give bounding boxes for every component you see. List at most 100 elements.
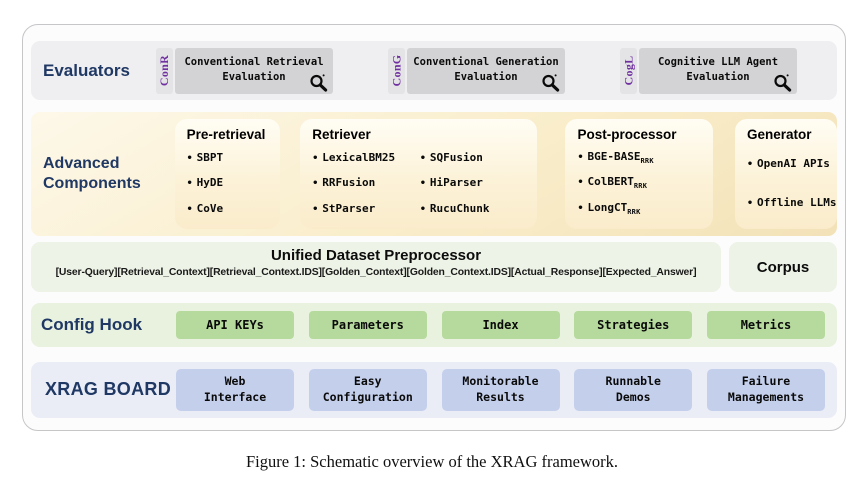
- xrag-framework-diagram: Evaluators ConR Conventional Retrieval E…: [22, 24, 846, 431]
- chip-index: Index: [441, 310, 560, 339]
- config-hook-row: Config Hook API KEYs Parameters Index St…: [31, 302, 837, 347]
- pre-retrieval-panel: Pre-retrieval •SBPT •HyDE •CoVe: [174, 119, 281, 230]
- list-item: •Offline LLMs: [747, 196, 837, 209]
- item-label: RRFusion: [322, 176, 376, 190]
- bullet-icon: •: [312, 204, 319, 216]
- advanced-components-row: Advanced Components Pre-retrieval •SBPT …: [31, 112, 838, 237]
- list-item: •LexicalBM25: [312, 151, 420, 164]
- item-label: SQFusion: [429, 150, 483, 164]
- item-subscript: RRK: [640, 156, 654, 165]
- evaluator-box-label: Conventional Retrieval Evaluation: [184, 56, 324, 83]
- item-label: HyDE: [196, 176, 224, 190]
- item-label: SBPT: [196, 150, 224, 164]
- list-item: •OpenAI APIs: [747, 157, 830, 171]
- unified-dataset-preprocessor: Unified Dataset Preprocessor [User-Query…: [31, 242, 721, 292]
- figure-caption: Figure 1: Schematic overview of the XRAG…: [245, 452, 619, 471]
- retriever-panel: Retriever •LexicalBM25 •RRFusion •StPars…: [300, 119, 538, 230]
- bullet-icon: •: [577, 151, 584, 163]
- list-item: •SQFusion: [420, 151, 528, 164]
- bullet-icon: •: [577, 202, 584, 214]
- bullet-icon: •: [312, 152, 319, 164]
- magnifier-icon: [542, 74, 560, 92]
- evaluator-box-label: Cognitive LLM Agent Evaluation: [657, 56, 779, 83]
- retriever-items-left: •LexicalBM25 •RRFusion •StParser: [312, 144, 420, 221]
- chip-strategies: Strategies: [574, 310, 693, 339]
- evaluator-tag-cogl: CogL: [620, 47, 637, 94]
- item-subscript: RRK: [633, 182, 648, 191]
- list-item: •HiParser: [420, 176, 528, 189]
- item-label: LongCT: [587, 200, 628, 214]
- bullet-icon: •: [747, 159, 754, 171]
- list-item: •HyDE: [187, 176, 271, 189]
- evaluators-row: Evaluators ConR Conventional Retrieval E…: [31, 41, 837, 101]
- chip-failure-managements: Failure Managements: [707, 368, 825, 411]
- xrag-board-label: XRAG BOARD: [45, 379, 172, 400]
- evaluator-tag-label: CogL: [621, 55, 635, 86]
- bullet-icon: •: [186, 204, 193, 216]
- evaluator-box: Conventional Generation Evaluation: [407, 47, 565, 94]
- item-subscript: RRK: [627, 208, 641, 217]
- generator-title: Generator: [747, 127, 812, 143]
- retriever-items-right: •SQFusion •HiParser •RucuChunk: [420, 144, 528, 221]
- bullet-icon: •: [419, 178, 426, 190]
- advanced-components-label: Advanced Components: [43, 154, 141, 193]
- bullet-icon: •: [312, 178, 319, 190]
- preprocessor-row: Unified Dataset Preprocessor [User-Query…: [31, 242, 837, 292]
- evaluator-conventional-retrieval: ConR Conventional Retrieval Evaluation: [156, 47, 333, 94]
- pre-retrieval-items: •SBPT •HyDE •CoVe: [187, 144, 271, 221]
- list-item: •StParser: [312, 202, 420, 215]
- bullet-icon: •: [419, 152, 426, 164]
- evaluator-box: Cognitive LLM Agent Evaluation: [639, 47, 797, 94]
- magnifier-icon: [310, 74, 328, 92]
- chip-parameters: Parameters: [308, 310, 427, 339]
- list-item: •LongCTRRK: [577, 201, 703, 216]
- post-processor-title: Post-processor: [577, 127, 677, 143]
- post-processor-items: •BGE-BASERRK •ColBERTRRK •LongCTRRK: [577, 144, 703, 221]
- bullet-icon: •: [419, 204, 426, 216]
- item-label: StParser: [322, 202, 376, 216]
- list-item: •ColBERTRRK: [577, 175, 703, 190]
- retriever-title: Retriever: [312, 127, 371, 143]
- item-label: ColBERT: [587, 175, 634, 189]
- xrag-board-row: XRAG BOARD Web Interface Easy Configurat…: [31, 361, 837, 418]
- evaluator-box: Conventional Retrieval Evaluation: [175, 47, 333, 94]
- chip-web-interface: Web Interface: [176, 368, 294, 411]
- evaluator-box-label: Conventional Generation Evaluation: [413, 56, 559, 83]
- evaluator-cognitive-llm-agent: CogL Cognitive LLM Agent Evaluation: [620, 47, 797, 94]
- bullet-icon: •: [186, 178, 193, 190]
- item-label: HiParser: [429, 176, 483, 190]
- bullet-icon: •: [186, 152, 193, 164]
- bullet-icon: •: [747, 197, 754, 209]
- item-label: CoVe: [196, 202, 224, 216]
- item-label: Offline LLMs: [757, 195, 837, 209]
- preprocessor-title: Unified Dataset Preprocessor: [270, 247, 482, 265]
- post-processor-panel: Post-processor •BGE-BASERRK •ColBERTRRK …: [565, 119, 714, 230]
- evaluator-tag-cong: ConG: [388, 47, 405, 94]
- evaluator-tag-conr: ConR: [156, 47, 173, 94]
- xrag-board-chips: Web Interface Easy Configuration Monitor…: [176, 368, 825, 411]
- preprocessor-fields: [User-Query][Retrieval_Context][Retrieva…: [55, 267, 697, 279]
- config-hook-chips: API KEYs Parameters Index Strategies Met…: [176, 310, 825, 339]
- evaluator-groups: ConR Conventional Retrieval Evaluation C…: [156, 47, 797, 94]
- item-label: OpenAI APIs: [757, 157, 830, 171]
- pre-retrieval-title: Pre-retrieval: [186, 127, 266, 143]
- evaluator-tag-label: ConG: [389, 54, 403, 87]
- generator-panel: Generator •OpenAI APIs •Offline LLMs: [735, 119, 838, 230]
- chip-easy-configuration: Easy Configuration: [308, 368, 427, 411]
- bullet-icon: •: [577, 177, 584, 189]
- evaluator-conventional-generation: ConG Conventional Generation Evaluation: [388, 47, 565, 94]
- list-item: •RucuChunk: [420, 202, 528, 215]
- corpus-box: Corpus: [729, 242, 837, 292]
- list-item: •CoVe: [187, 202, 271, 215]
- retriever-columns: •LexicalBM25 •RRFusion •StParser •SQFusi…: [312, 144, 527, 221]
- chip-api-keys: API KEYs: [176, 310, 294, 339]
- list-item: •SBPT: [187, 151, 271, 164]
- evaluator-tag-label: ConR: [157, 55, 171, 87]
- config-hook-label: Config Hook: [41, 314, 143, 334]
- chip-metrics: Metrics: [707, 310, 825, 339]
- item-label: BGE-BASE: [587, 149, 641, 163]
- item-label: RucuChunk: [429, 202, 490, 216]
- list-item: •RRFusion: [312, 176, 420, 189]
- chip-runnable-demos: Runnable Demos: [574, 368, 693, 411]
